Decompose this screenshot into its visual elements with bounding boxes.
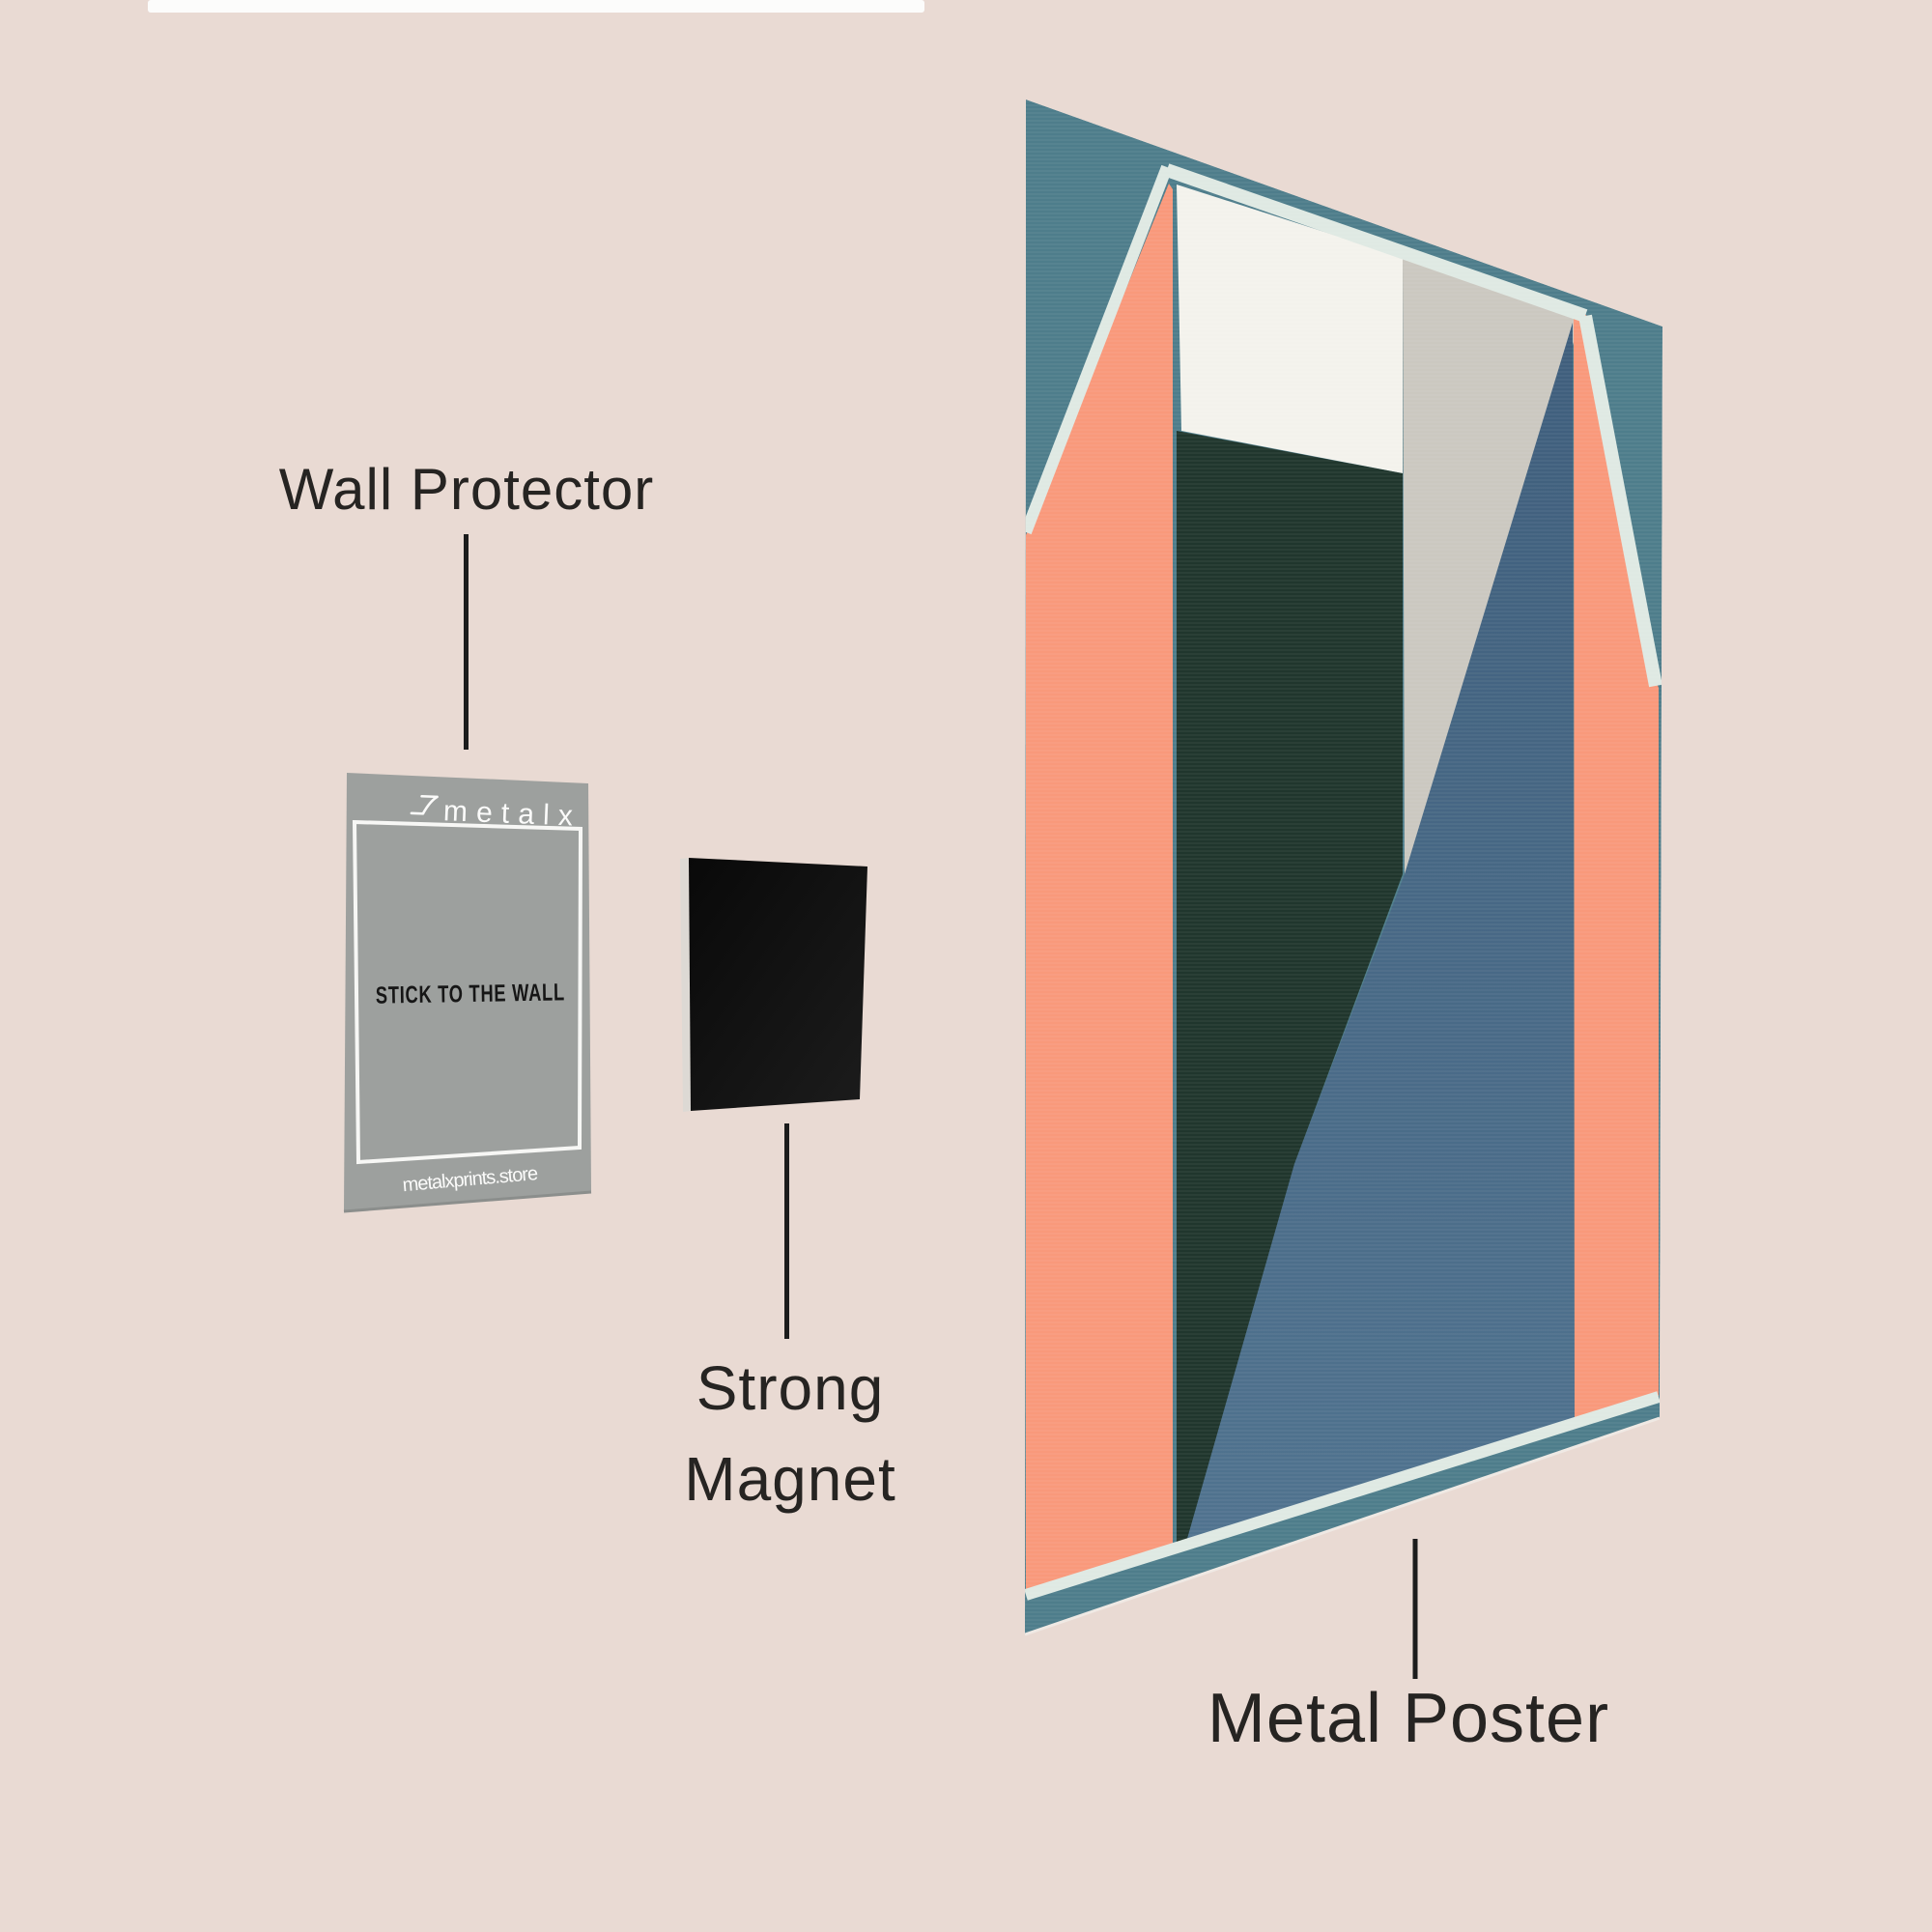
poster-texture-overlay: [1025, 99, 1662, 1634]
strong-magnet-label-line1: Strong: [696, 1353, 885, 1423]
strong-magnet-label-line2: Magnet: [684, 1444, 896, 1514]
top-white-bar: [148, 0, 924, 13]
magnet-square: [680, 858, 867, 1112]
magnet-left-edge-highlight: [680, 858, 692, 1112]
metalx-logo-icon: [410, 794, 439, 815]
poster-illustration: [1024, 99, 1662, 1636]
card-message-text: STICK TO THE WALL: [376, 979, 565, 1009]
strong-magnet-label: Strong Magnet: [684, 1343, 895, 1524]
magnet-body: [689, 858, 867, 1111]
poster-bottom-edge-highlight: [1024, 1416, 1661, 1636]
metal-poster-label: Metal Poster: [1207, 1680, 1610, 1757]
card-inner-border: [352, 819, 583, 1165]
wall-protector-label: Wall Protector: [278, 457, 655, 522]
card-bottom-shadow-edge: [343, 1190, 592, 1213]
wall-protector-card: metalx STICK TO THE WALL metalxprints.st…: [343, 773, 592, 1213]
card-brand-text: metalx: [442, 795, 579, 833]
card-body: [344, 773, 591, 1210]
